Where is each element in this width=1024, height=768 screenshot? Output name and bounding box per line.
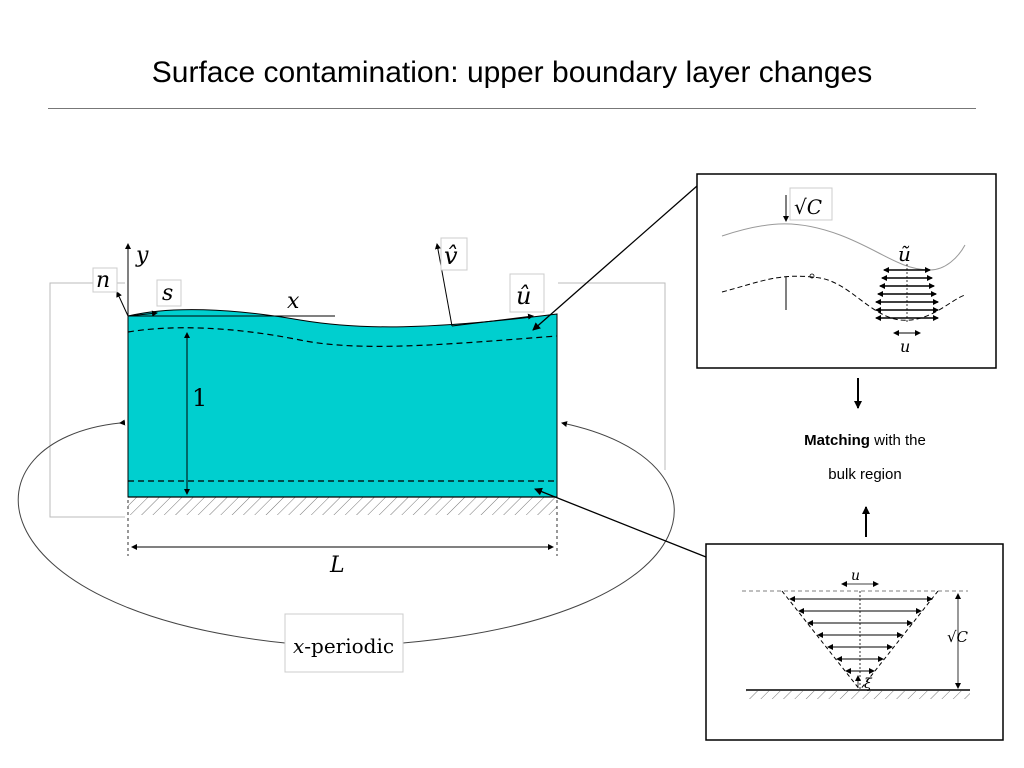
u-hat-label: û (516, 282, 531, 310)
periodic-loop-curve-right (402, 421, 675, 644)
u-hat-vector (451, 313, 534, 327)
periodic-label: x-periodic (293, 634, 394, 658)
n-label: n (96, 268, 110, 293)
s-label-box (156, 279, 182, 307)
bottom-u-label: u (851, 568, 860, 584)
top-inset-box (696, 173, 997, 369)
top-u-tilde-label: ũ (898, 242, 911, 266)
s-label: s (162, 281, 173, 306)
v-hat-label-box (440, 237, 468, 271)
y-axis-label: y (135, 243, 149, 268)
periodic-label-box (284, 613, 404, 673)
v-hat-vector (434, 243, 453, 327)
matching-bold: Matching (804, 432, 870, 449)
matching-line2: bulk region (828, 466, 902, 483)
periodic-frame-right (558, 282, 666, 470)
bottom-xi-label: ξ (864, 676, 873, 692)
periodic-loop-curve (17, 419, 286, 644)
length-label: L (329, 553, 345, 578)
top-inset-pointer (532, 185, 698, 331)
n-vector (116, 291, 129, 317)
top-u-label: u (900, 337, 910, 356)
bottom-inset-pointer (534, 487, 707, 558)
top-sqrtC-box (789, 187, 833, 221)
bottom-wall-hatch (746, 691, 970, 699)
periodic-frame-left (49, 282, 125, 518)
top-sqrtC-label: √C (794, 195, 822, 219)
n-label-box (92, 267, 118, 293)
bottom-velocity-profile (789, 596, 933, 674)
fluid-domain (127, 309, 558, 498)
x-axis-label: x (287, 289, 300, 314)
title-divider (48, 108, 976, 109)
wall-hatch (128, 497, 557, 515)
u-hat-label-box (509, 273, 545, 313)
page-title: Surface contamination: upper boundary la… (151, 56, 873, 89)
matching-caption: Matching with the bulk region (760, 424, 970, 492)
bottom-sqrtC-label: √C (947, 628, 969, 646)
v-hat-label: v̂ (444, 242, 458, 270)
bottom-inset-box (705, 543, 1004, 741)
height-label: 1 (192, 384, 207, 412)
s-vector (127, 310, 158, 317)
matching-rest-line1: with the (869, 432, 926, 449)
